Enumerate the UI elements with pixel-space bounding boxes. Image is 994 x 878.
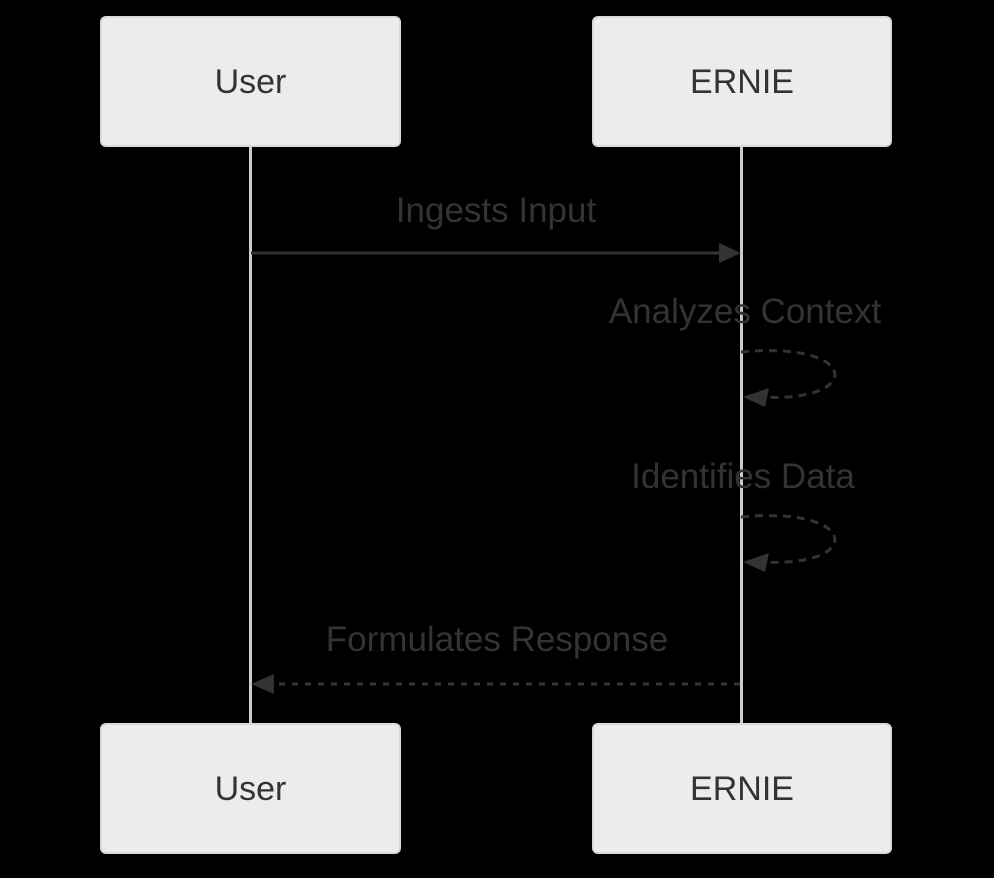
message-label-formulates-response: Formulates Response: [325, 620, 669, 659]
actor-label-ernie-top: ERNIE: [690, 62, 794, 101]
self-loop-path-analyzes-context: [740, 349, 837, 399]
actor-box-ernie-top: ERNIE: [592, 16, 892, 147]
solid-arrowhead-ingests-input: [719, 243, 741, 263]
dashed-arrowhead-formulates-response: [251, 674, 274, 694]
actor-box-ernie-bottom: ERNIE: [592, 723, 892, 854]
actor-box-user-bottom: User: [100, 723, 401, 854]
self-loop-path-identifies-data: [740, 514, 837, 564]
message-label-identifies-data: Identifies Data: [631, 457, 855, 496]
actor-label-user-bottom: User: [214, 769, 287, 808]
self-loop-arrowhead-analyzes-context: [743, 388, 769, 407]
actor-label-ernie-bottom: ERNIE: [690, 769, 794, 808]
message-label-analyzes-context: Analyzes Context: [608, 292, 882, 331]
actor-box-user-top: User: [100, 16, 401, 147]
message-label-ingests-input: Ingests Input: [395, 191, 597, 230]
actor-label-user-top: User: [214, 62, 287, 101]
self-loop-arrowhead-identifies-data: [743, 553, 769, 572]
